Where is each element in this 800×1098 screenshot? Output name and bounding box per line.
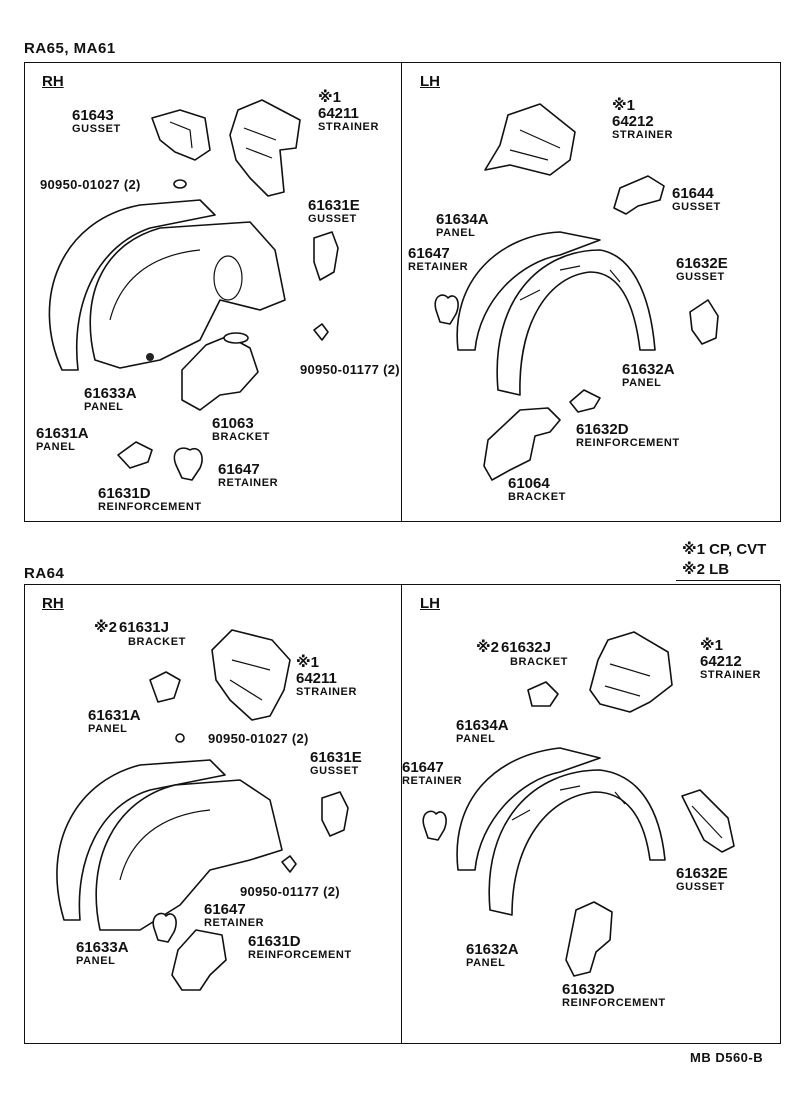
label-bolt-90950-01177-b: 90950-01177 (2): [240, 884, 340, 899]
section-heading-bottom: RA64: [24, 565, 65, 582]
legend-line-1: ※1 CP, CVT: [682, 541, 767, 558]
top-frame: [24, 62, 781, 522]
bottom-divider: [401, 584, 402, 1044]
bottom-frame: [24, 584, 781, 1044]
top-divider: [401, 62, 402, 522]
top-rh-label: RH: [42, 73, 64, 90]
legend-line-2: ※2 LB: [682, 561, 730, 578]
label-bolt-90950-01027-b: 90950-01027 (2): [208, 731, 309, 746]
bottom-lh-label: LH: [420, 595, 440, 612]
top-lh-label: LH: [420, 73, 440, 90]
section-heading-top: RA65, MA61: [24, 40, 116, 57]
legend-underline: [676, 580, 780, 581]
bottom-rh-label: RH: [42, 595, 64, 612]
diagram-code: MB D560-B: [690, 1050, 764, 1065]
label-bolt-90950-01177: 90950-01177 (2): [300, 362, 400, 377]
label-bolt-90950-01027: 90950-01027 (2): [40, 177, 141, 192]
